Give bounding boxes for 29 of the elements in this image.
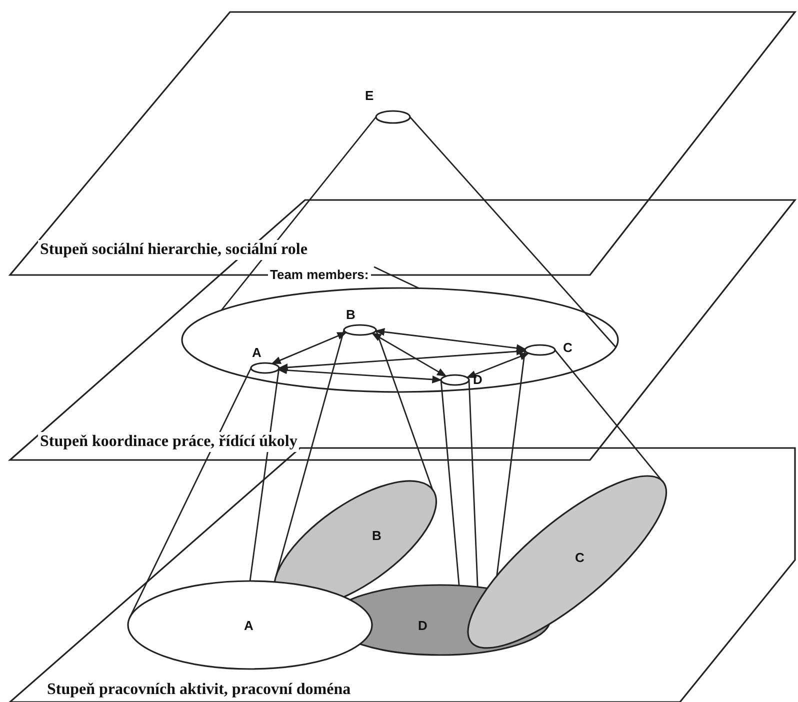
projection-line [275,330,345,576]
domain-label: D [418,618,428,633]
arrow [271,332,348,364]
domain-label: C [574,550,584,565]
node-label: D [473,372,482,387]
plane-label: Stupeň sociální hierarchie, sociální role [38,240,310,260]
projection-line [496,350,526,576]
projection-line [220,116,377,311]
projection-line [375,330,434,491]
projection-line [129,368,252,618]
plane-label: Stupeň koordinace práce, řídící úkoly [38,432,300,452]
leader-line [374,266,420,289]
node-label: C [563,340,572,355]
node-label: E [365,88,374,103]
arrow [277,366,442,384]
plane-label: Stupeň pracovních aktivit, pracovní doména [45,680,353,700]
arrow [278,348,526,372]
projection-line [468,380,478,588]
projection-line [440,380,460,586]
node-label: B [346,307,356,322]
domain-label: B [372,528,382,543]
node-label: A [252,345,262,360]
arrow [374,328,526,352]
projection-line [249,368,280,582]
arrow [466,352,530,378]
domain-label: A [244,618,254,633]
projection-line [554,350,664,482]
projection-line [409,116,616,348]
arrow [371,332,447,377]
